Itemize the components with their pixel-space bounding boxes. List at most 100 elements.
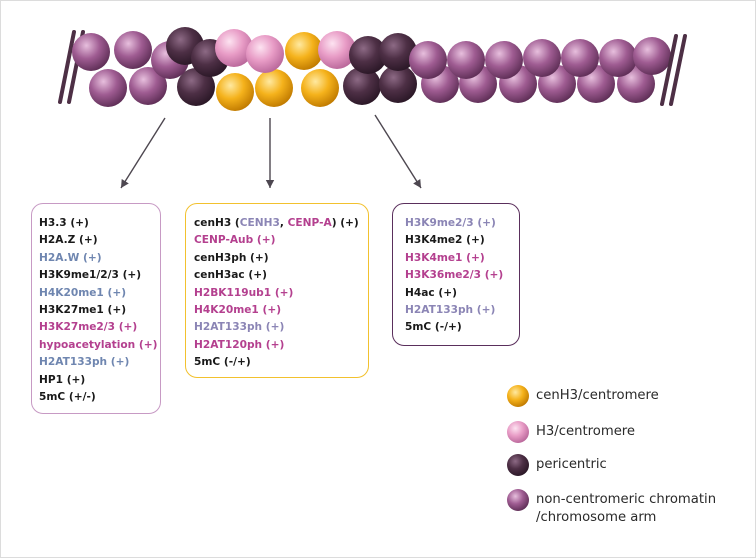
histone-mark-text: 5mC (-/+)	[405, 321, 462, 334]
histone-mark-text: H4K20me1 (+)	[194, 304, 282, 316]
nucleosome-bead	[343, 67, 381, 105]
nucleosome-bead	[114, 31, 152, 69]
nucleosome-bead	[523, 39, 561, 77]
nucleosome-bead	[246, 35, 284, 73]
histone-mark-text: H2A.Z (+)	[39, 234, 98, 247]
histone-mark-text: ,	[279, 217, 288, 229]
break-mark	[669, 34, 687, 106]
break-mark	[660, 34, 678, 106]
histone-mark-text: CENH3	[239, 217, 280, 229]
histone-mark-text: H2AT133ph (+)	[405, 304, 496, 316]
nucleosome-bead	[379, 65, 417, 103]
histone-mark-text: H3.3 (+)	[39, 217, 89, 229]
nucleosome-bead	[318, 31, 356, 69]
histone-mark-text: H3K27me1 (+)	[39, 304, 127, 316]
legend-label: non-centromeric chromatin/chromosome arm	[536, 492, 717, 525]
histone-mark-line: H3K4me2 (+)	[405, 234, 485, 247]
histone-mark-text: H2AT120ph (+)	[194, 338, 285, 351]
histone-mark-text: H3K9me2/3 (+)	[405, 217, 496, 229]
histone-mark-line: H3K9me1/2/3 (+)	[39, 269, 141, 282]
nucleosome-bead	[285, 32, 323, 70]
nucleosome-bead	[349, 36, 387, 74]
legend-swatch-icon	[507, 421, 529, 443]
histone-mark-text: H2BK119ub1 (+)	[194, 286, 294, 299]
histone-mark-text: ) (+)	[331, 217, 359, 229]
nucleosome-bead	[447, 41, 485, 79]
histone-mark-line: H2AT120ph (+)	[194, 339, 284, 352]
histone-mark-text: 5mC (+/-)	[39, 391, 96, 403]
histone-mark-line: H2AT133ph (+)	[39, 356, 129, 369]
histone-mark-line: H2A.W (+)	[39, 252, 102, 265]
arrow-head	[121, 178, 129, 188]
histone-mark-line: HP1 (+)	[39, 374, 85, 387]
nucleosome-bead	[177, 68, 215, 106]
nucleosome-bead	[89, 69, 127, 107]
nucleosome-bead	[633, 37, 671, 75]
pericentric-marks-box-right: H3K9me2/3 (+) H3K4me2 (+) H3K4me1 (+) H3K36…	[392, 203, 520, 346]
histone-mark-text: H2A.W (+)	[39, 251, 102, 264]
histone-mark-line: hypoacetylation (+)	[39, 339, 157, 352]
histone-mark-line: H2A.Z (+)	[39, 234, 98, 247]
chromatin-fiber	[58, 27, 687, 189]
histone-mark-text: cenH3ph (+)	[194, 251, 269, 264]
nucleosome-bead	[129, 67, 167, 105]
nucleosome-bead	[485, 41, 523, 79]
histone-mark-text: H4ac (+)	[405, 286, 457, 299]
histone-mark-text: H3K27me2/3 (+)	[39, 321, 138, 334]
histone-mark-line: H2AT133ph (+)	[405, 304, 495, 317]
histone-mark-line: H2AT133ph (+)	[194, 321, 284, 334]
legend-swatch-icon	[507, 385, 529, 407]
nucleosome-bead	[599, 39, 637, 77]
histone-mark-line: H3.3 (+)	[39, 217, 89, 230]
histone-mark-text: hypoacetylation (+)	[39, 338, 158, 351]
histone-mark-line: 5mC (-/+)	[194, 356, 251, 369]
histone-mark-text: H3K4me1 (+)	[405, 251, 485, 264]
histone-mark-line: cenH3 (CENH3, CENP-A) (+)	[194, 217, 359, 230]
arrow-line	[120, 117, 166, 189]
arrow-head	[265, 180, 275, 188]
histone-mark-text: H2AT133ph (+)	[194, 321, 285, 334]
nucleosome-bead	[561, 39, 599, 77]
histone-mark-text: cenH3 (	[194, 217, 240, 229]
histone-mark-text: 5mC (-/+)	[194, 356, 251, 369]
histone-mark-line: H4K20me1 (+)	[194, 304, 281, 317]
histone-mark-line: CENP-Aub (+)	[194, 234, 275, 247]
nucleosome-bead	[215, 29, 253, 67]
arrow-head	[413, 178, 421, 188]
histone-mark-line: H4ac (+)	[405, 287, 457, 300]
histone-mark-line: cenH3ac (+)	[194, 269, 267, 282]
histone-mark-line: 5mC (+/-)	[39, 391, 96, 404]
histone-mark-line: H2BK119ub1 (+)	[194, 287, 293, 300]
nucleosome-bead	[72, 33, 110, 71]
histone-mark-line: H3K9me2/3 (+)	[405, 217, 496, 230]
nucleosome-bead	[379, 33, 417, 71]
nucleosome-bead	[255, 69, 293, 107]
pericentric-marks-box-left: H3.3 (+) H2A.Z (+) H2A.W (+) H3K9me1/2/3 (+…	[31, 203, 161, 414]
histone-mark-text: H2AT133ph (+)	[39, 356, 130, 369]
histone-mark-text: CENP-Aub (+)	[194, 234, 276, 247]
nucleosome-bead	[409, 41, 447, 79]
histone-mark-line: cenH3ph (+)	[194, 252, 269, 265]
histone-mark-line: 5mC (-/+)	[405, 321, 462, 334]
nucleosome-bead	[216, 73, 254, 111]
histone-mark-text: cenH3ac (+)	[194, 269, 267, 282]
break-mark	[58, 30, 76, 104]
histone-mark-text: HP1 (+)	[39, 373, 86, 386]
histone-mark-line: H3K36me2/3 (+)	[405, 269, 503, 282]
histone-mark-text: H3K4me2 (+)	[405, 234, 485, 247]
histone-mark-text: H3K9me1/2/3 (+)	[39, 269, 142, 282]
histone-mark-text: CENP-A	[287, 217, 332, 229]
legend-swatch-icon	[507, 454, 529, 476]
histone-mark-text: H3K36me2/3 (+)	[405, 269, 504, 282]
legend-label: pericentric	[536, 457, 607, 472]
legend-label: cenH3/centromere	[536, 388, 659, 403]
region-arrows	[120, 114, 422, 189]
legend-label: H3/centromere	[536, 424, 636, 439]
histone-mark-line: H3K4me1 (+)	[405, 252, 485, 265]
legend-swatch-icon	[507, 489, 529, 511]
histone-mark-line: H3K27me1 (+)	[39, 304, 126, 317]
histone-mark-line: H4K20me1 (+)	[39, 287, 126, 300]
nucleosome-bead	[301, 69, 339, 107]
fiber-break-right	[660, 34, 687, 106]
nucleosome-beads	[72, 27, 671, 111]
